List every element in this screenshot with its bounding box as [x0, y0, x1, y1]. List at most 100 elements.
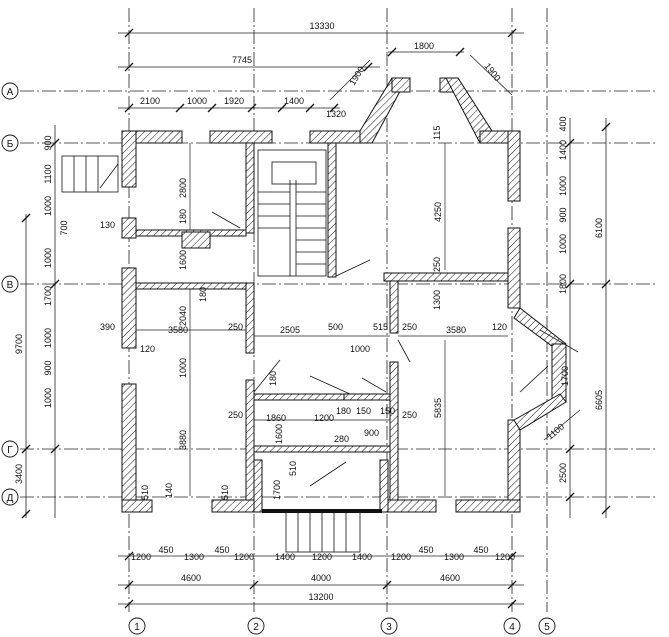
dim-left-9700: 9700	[14, 334, 24, 354]
dim-3580b: 3580	[446, 325, 466, 335]
dim-top-overall: 13330	[309, 21, 334, 31]
dim-250a: 250	[432, 257, 442, 272]
dim-top-left-span: 7745	[232, 55, 252, 65]
dim-1000b: 1000	[178, 358, 188, 378]
wall-left-3	[121, 267, 137, 349]
wall-top-mid	[209, 130, 273, 144]
axis-bubble-g: Г	[1, 440, 19, 458]
dim-250c: 250	[402, 322, 417, 332]
dim-1200: 1200	[314, 413, 334, 423]
dim-right-400: 400	[558, 116, 568, 131]
dim-bottom-2: 450	[158, 545, 173, 555]
dim-4250: 4250	[433, 202, 443, 222]
wall-left-2	[121, 217, 137, 239]
walls	[121, 77, 567, 513]
wall-int-vent	[181, 231, 211, 249]
dim-left-3400: 3400	[14, 464, 24, 484]
svg-text:Б: Б	[7, 139, 14, 150]
wall-left-4	[121, 383, 137, 513]
dim-bottom-bay-1: 4600	[181, 573, 201, 583]
dim-left-1700: 1700	[43, 286, 53, 306]
dim-180a: 180	[178, 209, 188, 224]
dim-150a: 150	[356, 406, 371, 416]
wall-bay-left	[359, 77, 405, 144]
dim-right-1400: 1400	[558, 140, 568, 160]
dim-top-seg-2: 1000	[187, 96, 207, 106]
wall-bottom-3	[383, 499, 437, 513]
dim-right-900: 900	[558, 207, 568, 222]
dim-right-6605: 6605	[594, 390, 604, 410]
wall-int-stair-left	[245, 142, 255, 234]
axis-bubble-b: Б	[1, 134, 19, 152]
svg-text:Д: Д	[7, 493, 14, 504]
outside-stair-left	[61, 155, 119, 193]
dim-bottom-9: 1200	[391, 552, 411, 562]
axis-bubble-a: А	[1, 82, 19, 100]
dim-right-6100: 6100	[594, 218, 604, 238]
dim-bottom-12: 450	[473, 545, 488, 555]
axis-bubble-2: 2	[247, 617, 265, 635]
dimension-labels: 13330 7745 1800 1900 1900 2100 1000 1920…	[14, 21, 604, 602]
svg-text:5: 5	[544, 622, 550, 633]
dim-right-1000a: 1000	[558, 176, 568, 196]
dim-bottom-4: 450	[214, 545, 229, 555]
dim-140: 140	[164, 483, 174, 498]
dim-510a: 510	[140, 485, 150, 500]
dim-bottom-6: 1400	[275, 552, 295, 562]
dim-5835: 5835	[433, 398, 443, 418]
dim-left-1000b: 1000	[43, 248, 53, 268]
wall-int-h2	[135, 282, 255, 290]
dim-1700: 1700	[272, 480, 282, 500]
dim-280: 280	[334, 434, 349, 444]
stair-well	[257, 149, 327, 277]
wall-int-entry-r	[379, 459, 389, 513]
wall-top-stair	[309, 130, 361, 144]
dim-150b: 150	[380, 406, 395, 416]
dim-left-900a: 900	[43, 135, 53, 150]
axis-bubble-5: 5	[538, 617, 556, 635]
wall-int-wc3	[253, 445, 391, 453]
dim-left-1000a: 1000	[43, 196, 53, 216]
dim-2505: 2505	[280, 325, 300, 335]
dim-1600b: 1600	[274, 424, 284, 444]
dim-1600a: 1600	[178, 250, 188, 270]
dim-2800: 2800	[178, 178, 188, 198]
dim-500: 500	[328, 322, 343, 332]
dim-120a: 120	[492, 322, 507, 332]
dim-top-seg-5: 1320	[326, 109, 346, 119]
dim-bottom-13: 1200	[495, 552, 515, 562]
dim-bottom-5: 1200	[234, 552, 254, 562]
dim-180b: 180	[198, 287, 208, 302]
axis-bubble-v: В	[1, 275, 19, 293]
wall-int-lobby	[245, 379, 255, 501]
wall-int-v3b	[389, 361, 399, 501]
dim-bottom-8: 1400	[352, 552, 372, 562]
dim-top-bay: 1800	[414, 41, 434, 51]
outside-stair-entry	[285, 511, 361, 553]
dim-250b: 250	[228, 322, 243, 332]
dim-900: 900	[364, 428, 379, 438]
wall-int-v2	[245, 282, 255, 354]
grid-axes: 1 2 3 4 5 А Б В Г Д	[1, 8, 655, 635]
dim-3880: 3880	[178, 430, 188, 450]
dim-1860: 1860	[266, 413, 286, 423]
svg-text:А: А	[7, 87, 14, 98]
svg-text:Г: Г	[7, 445, 13, 456]
stairs	[61, 149, 549, 553]
dim-right-1000b: 1000	[558, 234, 568, 254]
dimension-lines	[21, 28, 611, 609]
dim-left-1000c: 1000	[43, 328, 53, 348]
wall-right-1	[507, 130, 521, 202]
dim-250d: 250	[228, 410, 243, 420]
dim-510b: 510	[220, 485, 230, 500]
svg-text:4: 4	[509, 622, 515, 633]
dim-bottom-overall: 13200	[308, 592, 333, 602]
wall-int-v3	[389, 280, 399, 334]
wall-int-stair-right	[327, 142, 337, 278]
dim-right-2500: 2500	[558, 463, 568, 483]
wall-bay-top-left	[391, 77, 411, 93]
wall-bottom-1	[121, 499, 153, 513]
wall-left-1	[121, 130, 137, 188]
dim-510c: 510	[288, 461, 298, 476]
